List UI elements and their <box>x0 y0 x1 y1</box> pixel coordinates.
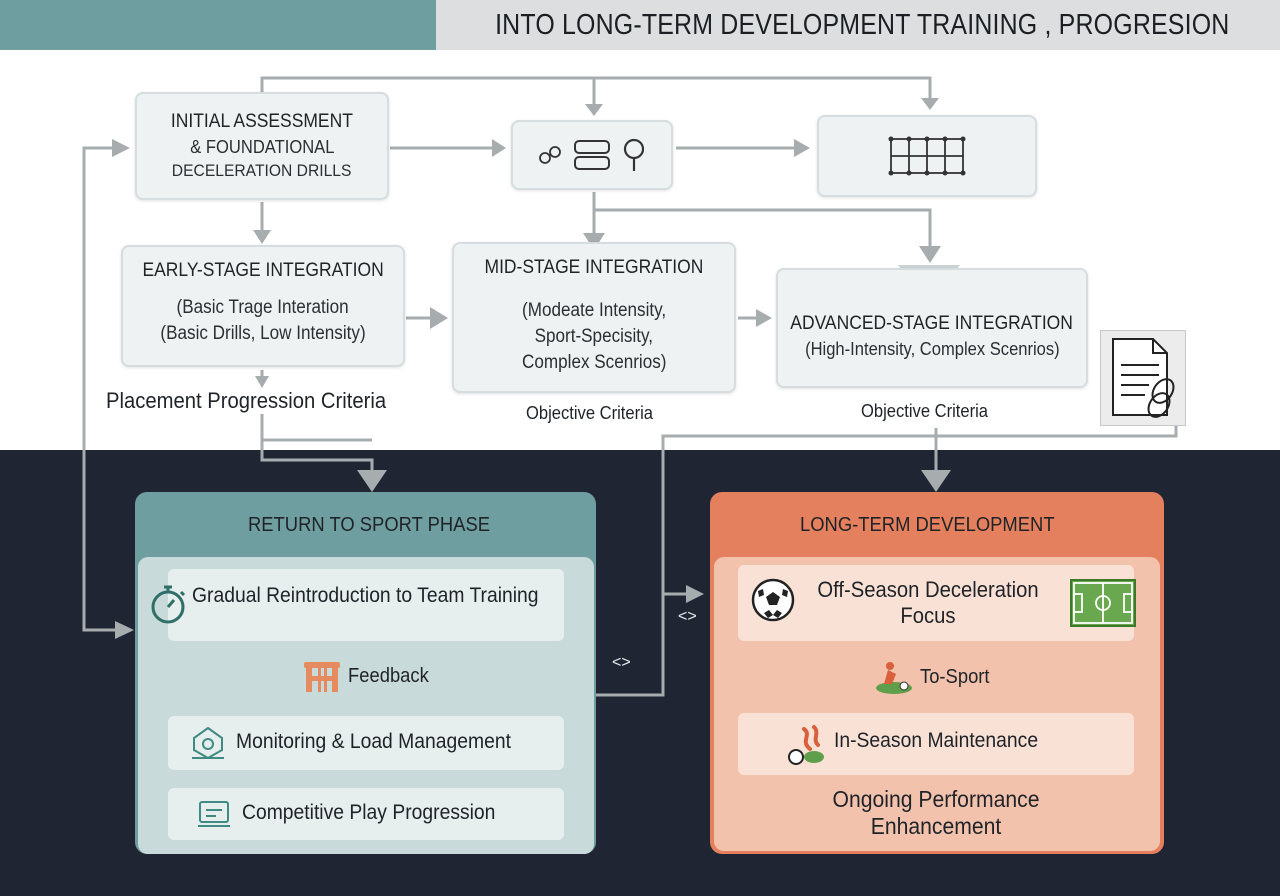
ongoing-performance-line-2: Enhancement <box>870 813 1002 839</box>
grid-icon <box>887 135 967 177</box>
stack-icon <box>573 138 611 172</box>
initial-line-2: & FOUNDATIONAL <box>189 137 335 157</box>
off-season-line-2: Focus <box>900 603 956 628</box>
early-stage-box: EARLY-STAGE INTEGRATION (Basic Trage Int… <box>121 245 405 367</box>
mid-stage-line-3: Complex Scenrios) <box>521 352 667 373</box>
code-mark-2: <> <box>678 608 697 625</box>
header-accent-bar <box>0 0 436 50</box>
advanced-stage-title: ADVANCED-STAGE INTEGRATION <box>790 313 1074 334</box>
return-to-sport-title: RETURN TO SPORT PHASE <box>248 514 490 536</box>
in-season-item: In-Season Maintenance <box>738 713 1134 775</box>
gradual-reintroduction-item: Gradual Reintroduction to Team Training <box>151 569 564 641</box>
placement-criteria-label: Placement Progression Criteria <box>106 388 387 413</box>
off-season-text: Off-Season Deceleration Focus <box>798 577 1058 629</box>
ongoing-performance-line-1: Ongoing Performance <box>832 786 1040 812</box>
mid-stage-line-1: (Modeate Intensity, <box>521 300 667 321</box>
objective-criteria-adv-label: Objective Criteria <box>861 401 989 421</box>
to-sport-item: To-Sport <box>874 658 996 696</box>
tools-icon-box <box>511 120 673 190</box>
objective-criteria-mid-label: Objective Criteria <box>526 403 654 423</box>
early-stage-title: EARLY-STAGE INTEGRATION <box>142 260 384 281</box>
competitive-play-label: Competitive Play Progression <box>242 801 496 824</box>
monitoring-item: Monitoring & Load Management <box>168 716 564 770</box>
mid-stage-line-2: Sport-Specisity, <box>534 326 654 347</box>
early-stage-line-2: (Basic Drills, Low Intensity) <box>160 323 366 344</box>
player-ball-icon <box>786 723 830 767</box>
gradual-reintroduction-label: Gradual Reintroduction to Team Training <box>192 584 539 607</box>
feedback-icon <box>302 658 342 694</box>
soccer-field-icon <box>1070 579 1136 627</box>
competition-icon <box>196 796 232 832</box>
advanced-stage-box: ADVANCED-STAGE INTEGRATION (High-Intensi… <box>776 268 1088 388</box>
off-season-item: Off-Season Deceleration Focus <box>738 565 1136 641</box>
magnifier-icon <box>621 137 647 173</box>
athlete-icon <box>874 658 914 696</box>
molecule-icon <box>537 143 563 167</box>
in-season-label: In-Season Maintenance <box>834 729 1039 752</box>
monitoring-label: Monitoring & Load Management <box>236 730 511 753</box>
feedback-label: Feedback <box>348 664 429 687</box>
ongoing-performance-text: Ongoing Performance Enhancement <box>738 786 1134 840</box>
initial-line-1: INITIAL ASSESSMENT <box>171 111 353 132</box>
stopwatch-icon <box>148 583 188 625</box>
early-stage-line-1: (Basic Trage Interation <box>176 297 350 318</box>
to-sport-label: To-Sport <box>920 665 990 688</box>
code-mark-1: <> <box>612 654 631 671</box>
competitive-play-item: Competitive Play Progression <box>168 788 564 840</box>
monitoring-icon <box>188 724 228 762</box>
mid-stage-title: MID-STAGE INTEGRATION <box>484 257 704 278</box>
soccer-ball-icon <box>750 577 796 623</box>
advanced-stage-line-1: (High-Intensity, Complex Scenrios) <box>804 339 1060 359</box>
feedback-item: Feedback <box>302 658 436 694</box>
page-title: INTO LONG-TERM DEVELOPMENT TRAINING , PR… <box>495 9 1230 41</box>
off-season-line-1: Off-Season Deceleration <box>817 577 1039 602</box>
mid-stage-box: MID-STAGE INTEGRATION (Modeate Intensity… <box>452 242 736 393</box>
header-title-bar <box>436 0 1280 50</box>
document-icon <box>1100 330 1186 426</box>
grid-icon-box <box>817 115 1037 197</box>
long-term-development-title: LONG-TERM DEVELOPMENT <box>800 514 1055 536</box>
initial-assessment-box: INITIAL ASSESSMENT & FOUNDATIONAL DECELE… <box>135 92 389 200</box>
initial-line-3: DECELERATION DRILLS <box>172 161 352 180</box>
